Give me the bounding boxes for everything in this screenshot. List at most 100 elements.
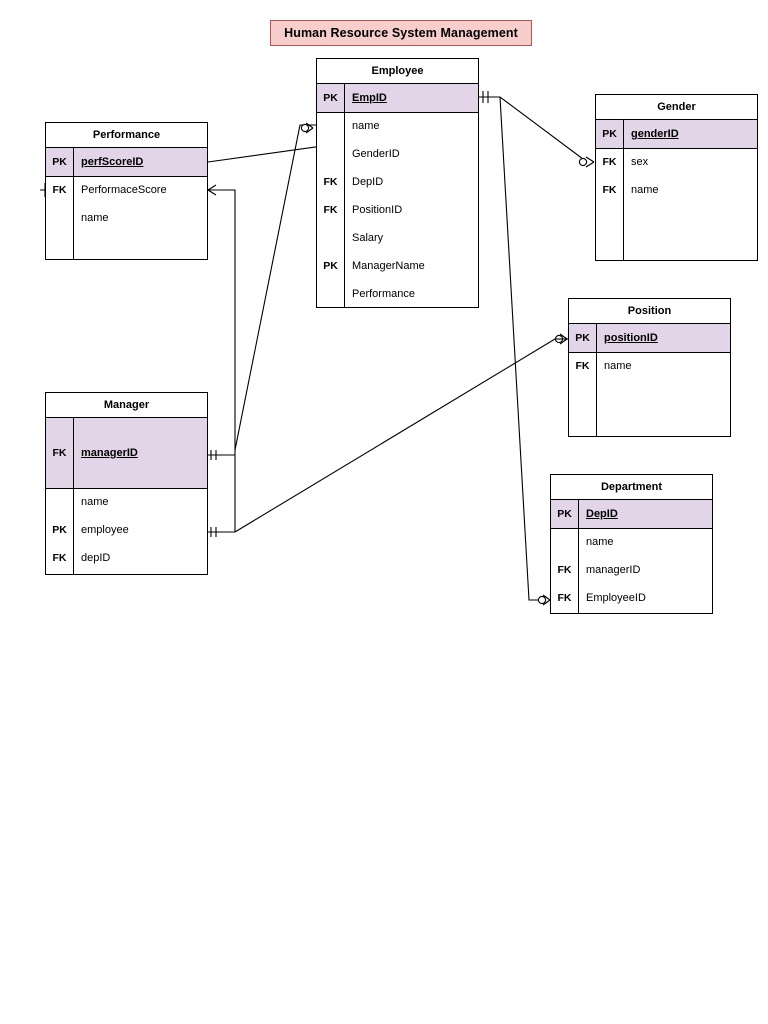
row-manager-name[interactable]: name: [46, 488, 207, 516]
attr-label: name: [81, 496, 109, 508]
entity-performance-title: Performance: [46, 123, 207, 148]
row-performance-perfscoreid[interactable]: PK perfScoreID: [46, 148, 207, 176]
key-badge: FK: [52, 552, 67, 564]
key-badge: FK: [575, 360, 590, 372]
key-badge: FK: [323, 176, 338, 188]
attr-label: perfScoreID: [81, 156, 144, 168]
row-gender-sex[interactable]: FK sex: [596, 148, 757, 176]
attr-label: Salary: [352, 232, 384, 244]
row-position-name[interactable]: FK name: [569, 352, 730, 380]
row-department-managerid[interactable]: FK managerID: [551, 556, 712, 584]
entity-manager-title: Manager: [46, 393, 207, 418]
attr-label: DepID: [352, 176, 384, 188]
attr-label: EmpID: [352, 92, 387, 104]
entity-department-key-divider: [578, 500, 579, 613]
key-badge: PK: [323, 260, 338, 272]
entity-performance-rows: PK perfScoreID FK PerformaceScore name: [46, 148, 207, 232]
key-badge: FK: [557, 592, 572, 604]
entity-manager-rows: FK managerID name PK employee FK depID: [46, 418, 207, 572]
row-divider: [46, 176, 207, 177]
key-badge: [46, 204, 73, 232]
row-divider: [596, 148, 757, 149]
entity-manager[interactable]: Manager FK managerID name PK employee FK…: [45, 392, 208, 575]
row-employee-performance[interactable]: Performance: [317, 280, 478, 308]
key-badge: [317, 280, 344, 308]
attr-label: genderID: [631, 128, 679, 140]
row-divider: [317, 112, 478, 113]
attr-label: name: [631, 184, 659, 196]
entity-position[interactable]: Position PK positionID FK name: [568, 298, 731, 437]
entity-performance-key-divider: [73, 148, 74, 259]
entity-department[interactable]: Department PK DepID name FK managerID FK…: [550, 474, 713, 614]
key-badge: PK: [575, 332, 590, 344]
attr-label: sex: [631, 156, 649, 168]
attr-label: GenderID: [352, 148, 400, 160]
row-performance-name[interactable]: name: [46, 204, 207, 232]
row-employee-name[interactable]: name: [317, 112, 478, 140]
entity-gender[interactable]: Gender PK genderID FK sex FK name: [595, 94, 758, 261]
key-badge: PK: [602, 128, 617, 140]
attr-label: name: [604, 360, 632, 372]
key-badge: [317, 140, 344, 168]
row-employee-positionid[interactable]: FK PositionID: [317, 196, 478, 224]
key-badge: FK: [602, 184, 617, 196]
key-badge: [551, 528, 578, 556]
attr-label: ManagerName: [352, 260, 425, 272]
row-gender-genderid[interactable]: PK genderID: [596, 120, 757, 148]
edge-employee-department: [499, 96, 538, 601]
row-divider: [551, 528, 712, 529]
attr-label: positionID: [604, 332, 658, 344]
attr-label: PositionID: [352, 204, 403, 216]
key-badge: [46, 488, 73, 516]
key-badge: [317, 224, 344, 252]
key-badge: FK: [52, 447, 67, 459]
entity-employee-key-divider: [344, 84, 345, 307]
attr-label: managerID: [586, 564, 641, 576]
edge-employee-gender: [479, 96, 588, 163]
key-badge: FK: [323, 204, 338, 216]
row-manager-employee[interactable]: PK employee: [46, 516, 207, 544]
entity-employee[interactable]: Employee PK EmpID name GenderID FK DepID…: [316, 58, 479, 308]
row-manager-managerid[interactable]: FK managerID: [46, 418, 207, 488]
attr-label: DepID: [586, 508, 618, 520]
row-employee-salary[interactable]: Salary: [317, 224, 478, 252]
entity-gender-key-divider: [623, 120, 624, 260]
attr-label: depID: [81, 552, 111, 564]
row-divider: [46, 488, 207, 489]
attr-label: name: [586, 536, 614, 548]
row-employee-empid[interactable]: PK EmpID: [317, 84, 478, 112]
row-department-name[interactable]: name: [551, 528, 712, 556]
edge-manager-employee: [234, 124, 316, 451]
entity-employee-rows: PK EmpID name GenderID FK DepID FK Posit…: [317, 84, 478, 308]
row-department-employeeid[interactable]: FK EmployeeID: [551, 584, 712, 612]
row-employee-managername[interactable]: PK ManagerName: [317, 252, 478, 280]
row-employee-genderid[interactable]: GenderID: [317, 140, 478, 168]
row-divider: [569, 352, 730, 353]
entity-employee-title: Employee: [317, 59, 478, 84]
attr-label: managerID: [81, 447, 138, 459]
entity-performance[interactable]: Performance PK perfScoreID FK Performace…: [45, 122, 208, 260]
entity-position-title: Position: [569, 299, 730, 324]
row-employee-depid[interactable]: FK DepID: [317, 168, 478, 196]
entity-department-rows: PK DepID name FK managerID FK EmployeeID: [551, 500, 712, 612]
entity-position-key-divider: [596, 324, 597, 436]
key-badge: [317, 112, 344, 140]
entity-department-title: Department: [551, 475, 712, 500]
key-badge: PK: [557, 508, 572, 520]
key-badge: PK: [323, 92, 338, 104]
attr-label: Performance: [352, 288, 415, 300]
edge-manager-position: [234, 338, 556, 533]
row-position-positionid[interactable]: PK positionID: [569, 324, 730, 352]
diagram-title: Human Resource System Management: [270, 20, 532, 46]
key-badge: PK: [52, 156, 67, 168]
attr-label: employee: [81, 524, 129, 536]
row-gender-name[interactable]: FK name: [596, 176, 757, 204]
row-manager-depid[interactable]: FK depID: [46, 544, 207, 572]
attr-label: PerformaceScore: [81, 184, 167, 196]
row-performance-performacescore[interactable]: FK PerformaceScore: [46, 176, 207, 204]
attr-label: name: [352, 120, 380, 132]
row-department-depid[interactable]: PK DepID: [551, 500, 712, 528]
key-badge: PK: [52, 524, 67, 536]
attr-label: name: [81, 212, 109, 224]
